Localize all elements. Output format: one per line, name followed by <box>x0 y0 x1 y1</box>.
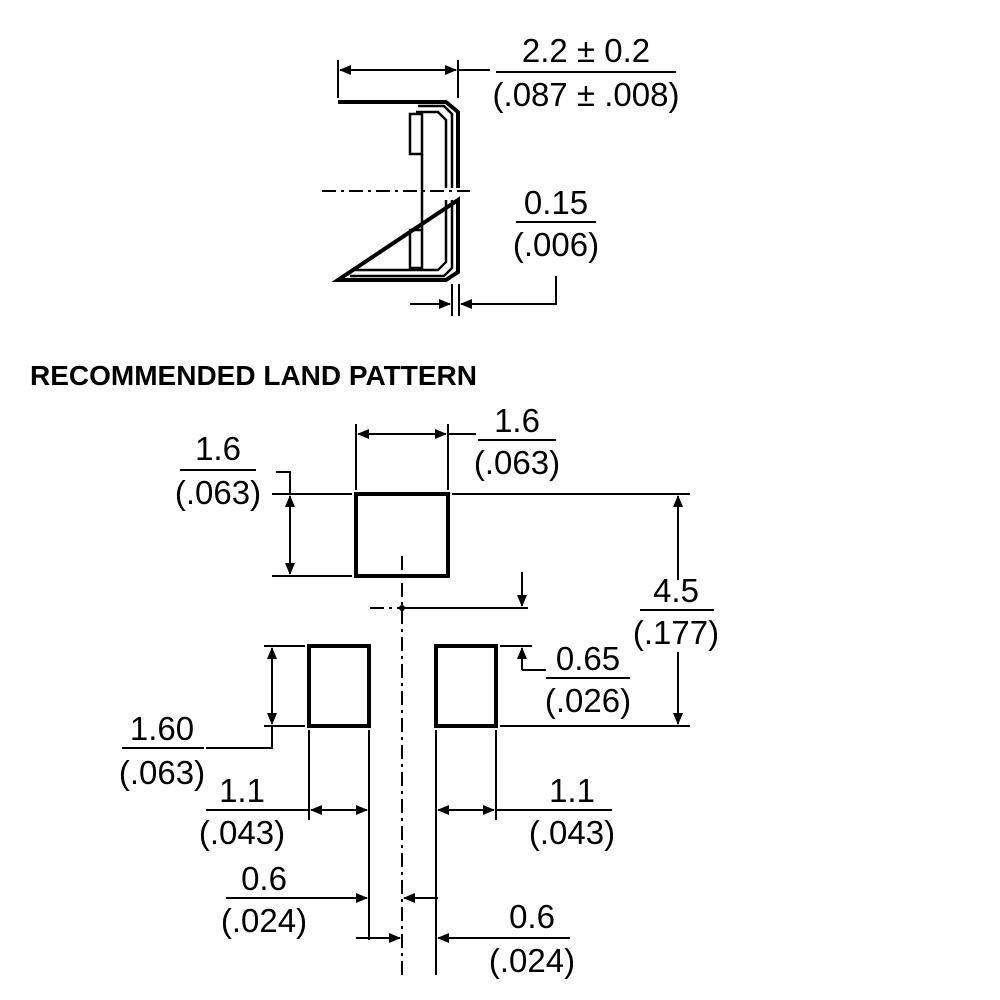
tph-leader <box>276 471 291 494</box>
width-dim-mm: 2.2 ± 0.2 <box>522 32 650 69</box>
lg-dim-in: (.024) <box>221 902 307 939</box>
tpw-dim-mm: 1.6 <box>494 402 540 439</box>
lead-dim-mm: 0.15 <box>524 184 588 221</box>
land-pattern: 1.6 (.063) 1.6 (.063) 4.5 (.177) 0.65 (.… <box>119 402 719 979</box>
co-dim-mm: 0.65 <box>556 640 620 677</box>
rpw-dim-mm: 1.1 <box>549 772 595 809</box>
oh-dim-mm: 4.5 <box>653 572 699 609</box>
co-dim-in: (.026) <box>545 682 631 719</box>
lpw-dim-mm: 1.1 <box>219 772 265 809</box>
land-pattern-title: RECOMMENDED LAND PATTERN <box>30 360 477 391</box>
lead-dim-in: (.006) <box>513 226 599 263</box>
bph-dim-in: (.063) <box>119 754 205 791</box>
rg-dim-in: (.024) <box>489 942 575 979</box>
package-body <box>331 100 460 282</box>
lead-frame <box>350 104 454 278</box>
lead-tab-bottom <box>408 228 424 270</box>
bottom-left-pad <box>307 644 371 728</box>
bottom-right-pad <box>434 644 498 728</box>
tph-dim-in: (.063) <box>175 474 261 511</box>
rpw-dim-in: (.043) <box>529 814 615 851</box>
tpw-dim-in: (.063) <box>474 444 560 481</box>
lead-inner <box>352 110 448 272</box>
center-point <box>399 605 405 611</box>
lg-dim-mm: 0.6 <box>241 860 287 897</box>
lead-tab-top <box>408 112 424 156</box>
tph-dim-mm: 1.6 <box>195 430 241 467</box>
lead-leader <box>500 276 557 305</box>
bph-dim-mm: 1.60 <box>130 710 194 747</box>
bph-leader <box>206 726 273 749</box>
lpw-dim-in: (.043) <box>199 814 285 851</box>
package-view: 2.2 ± 0.2 (.087 ± .008) 0.15 (.006) <box>322 32 679 316</box>
rg-dim-mm: 0.6 <box>509 898 555 935</box>
width-dim-in: (.087 ± .008) <box>493 76 680 113</box>
oh-dim-in: (.177) <box>633 614 719 651</box>
